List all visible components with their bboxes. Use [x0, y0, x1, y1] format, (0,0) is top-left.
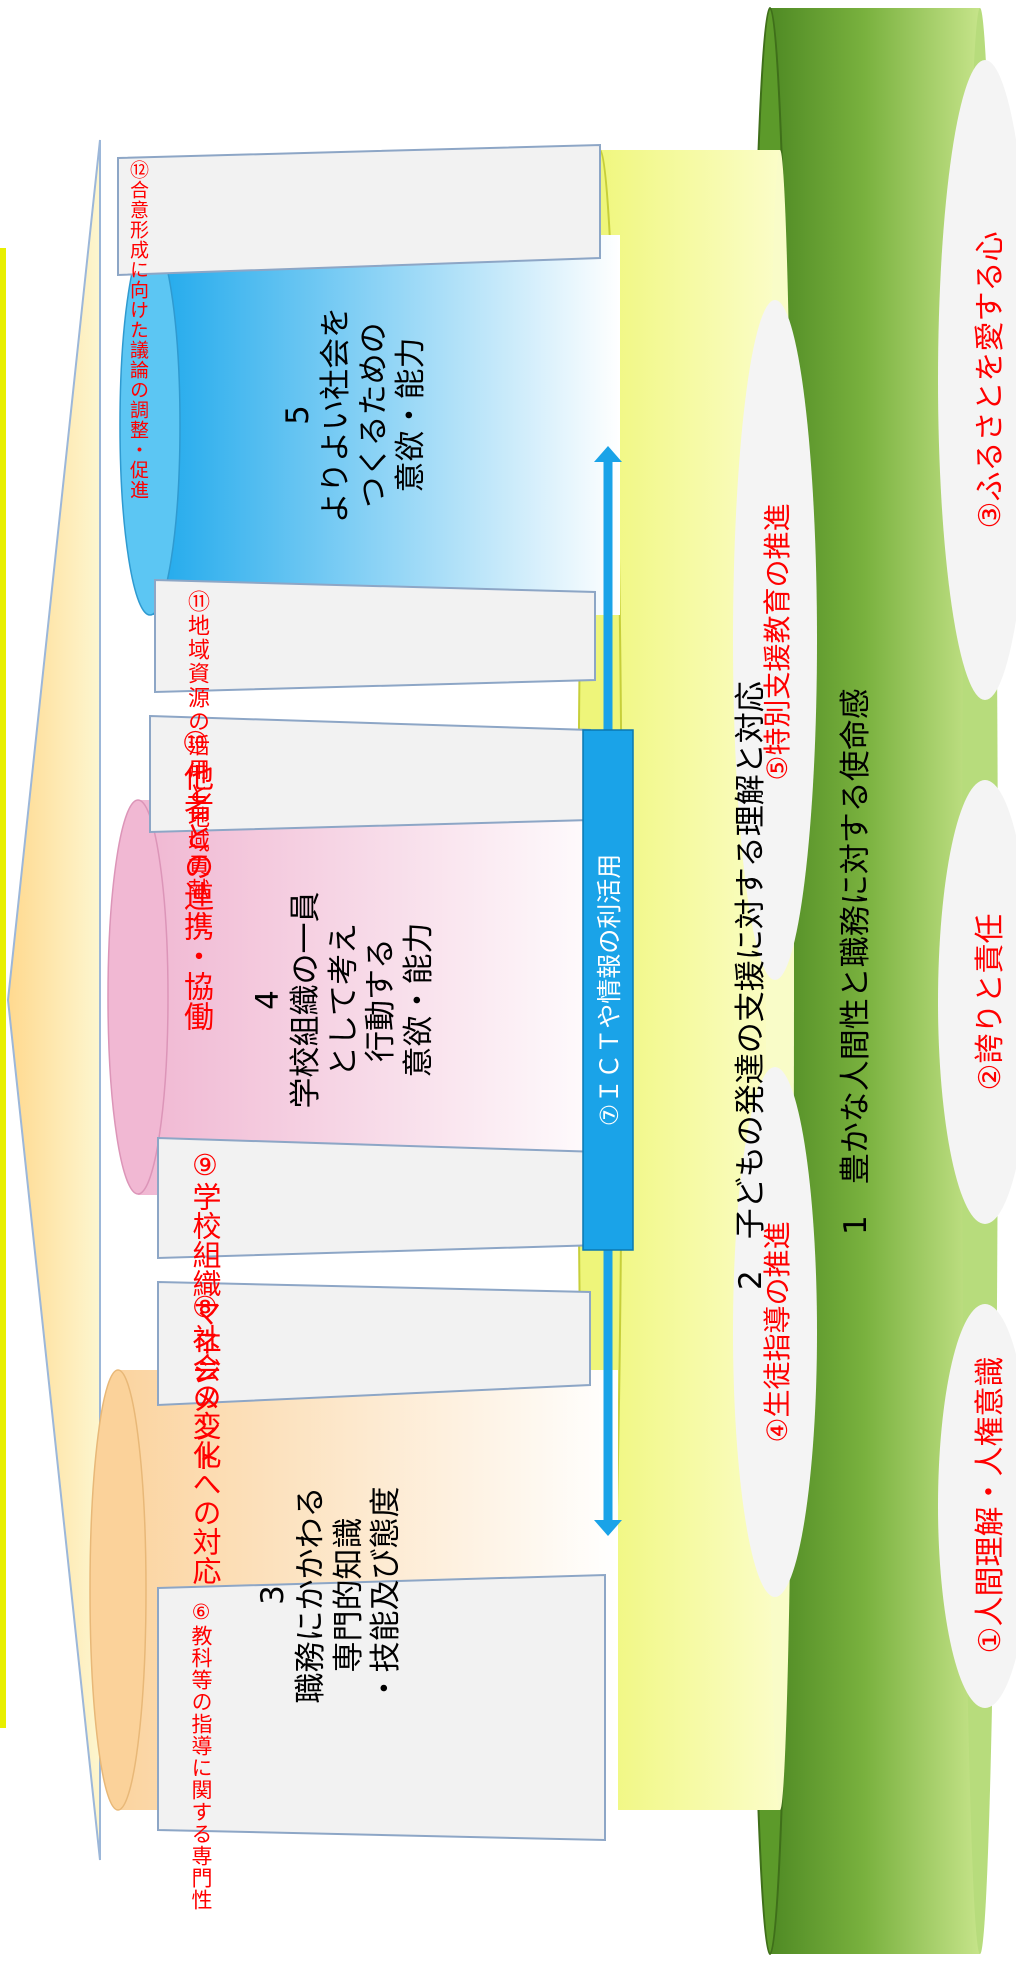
pillar-5-body	[150, 235, 620, 615]
panel-8-label: ⑧社会の変化への対応	[188, 1290, 222, 1585]
pillar-3-top	[89, 1369, 147, 1811]
foundation-item-3: ③ふるさとを愛する心	[973, 231, 1008, 529]
foundation-item-bg-2	[938, 780, 1016, 1224]
support-item-bg-1	[733, 1067, 817, 1597]
pillar-3-line-1: 職務にかかわる	[292, 1486, 329, 1704]
pillar-4-number: 4	[250, 990, 286, 1010]
panel-10-shape	[149, 714, 591, 834]
foundation-item-bg-1	[938, 1304, 1016, 1708]
panel-9-label: ⑨学校組織マネジメント	[188, 1148, 222, 1472]
foundation-item-2: ②誇りと責任	[973, 913, 1008, 1091]
support-item-4: ④生徒指導の推進	[761, 1221, 794, 1443]
ict-arrow-head-top	[594, 446, 622, 462]
panel-8-shape	[157, 1280, 591, 1407]
panel-6-label: ⑥教科等の指導に関する専門性	[189, 1600, 213, 1911]
frame-edge	[0, 248, 6, 1728]
pillar-4-text: 4 学校組織の一員 として考え 行動する 意欲・能力	[250, 835, 480, 1165]
foundation-item-1: ①人間理解・人権意識	[973, 1356, 1008, 1654]
ict-bar	[582, 729, 634, 1251]
support-item-bg-2	[733, 300, 817, 980]
ict-label: ⑦ＩＣＴや情報の利活用	[595, 853, 624, 1127]
pillar-5-line-3: 意欲・能力	[393, 337, 430, 493]
pillar-4-body	[138, 800, 618, 1195]
pillar-4-line-1: 学校組織の一員	[287, 891, 324, 1109]
pillar-4-line-2: として考え	[325, 922, 362, 1078]
pillar-3-line-3: ・技能及び態度	[368, 1486, 405, 1704]
foundation-item-bg-3	[938, 60, 1016, 700]
pillar-5-text: 5 よりよい社会を つくるための 意欲・能力	[280, 255, 470, 575]
panel-6-shape	[157, 1573, 606, 1842]
panel-12-label: ⑫合意形成に向けた議論の調整・促進	[127, 160, 149, 500]
pillar-3-number: 3	[255, 1585, 291, 1605]
roof-shape	[6, 139, 101, 1861]
ict-arrow-head-bottom	[594, 1520, 622, 1536]
panel-11-shape	[154, 578, 596, 694]
pillar-5-number: 5	[280, 405, 316, 425]
support-item-5: ⑤特別支援教育の推進	[761, 503, 794, 781]
pillar-5-line-2: つくるための	[355, 322, 392, 508]
pillar-3-text: 3 職務にかかわる 専門的知識 ・技能及び態度	[255, 1425, 445, 1765]
panel-11-label: ⑪地域資源の活用と地域貢献	[184, 590, 209, 902]
pillar-4-top	[107, 799, 169, 1195]
panel-10-label: ⑩他者との連携・協働	[178, 726, 213, 1031]
foundation-label: 1 豊かな人間性と職務に対する使命感	[838, 688, 874, 1235]
pillar-4-line-3: 行動する	[363, 938, 400, 1062]
pillar-5-line-1: よりよい社会を	[317, 306, 354, 524]
panel-12-shape	[117, 143, 601, 277]
pillar-3-line-2: 専門的知識	[330, 1517, 367, 1673]
pillar-4-line-4: 意欲・能力	[401, 922, 438, 1078]
